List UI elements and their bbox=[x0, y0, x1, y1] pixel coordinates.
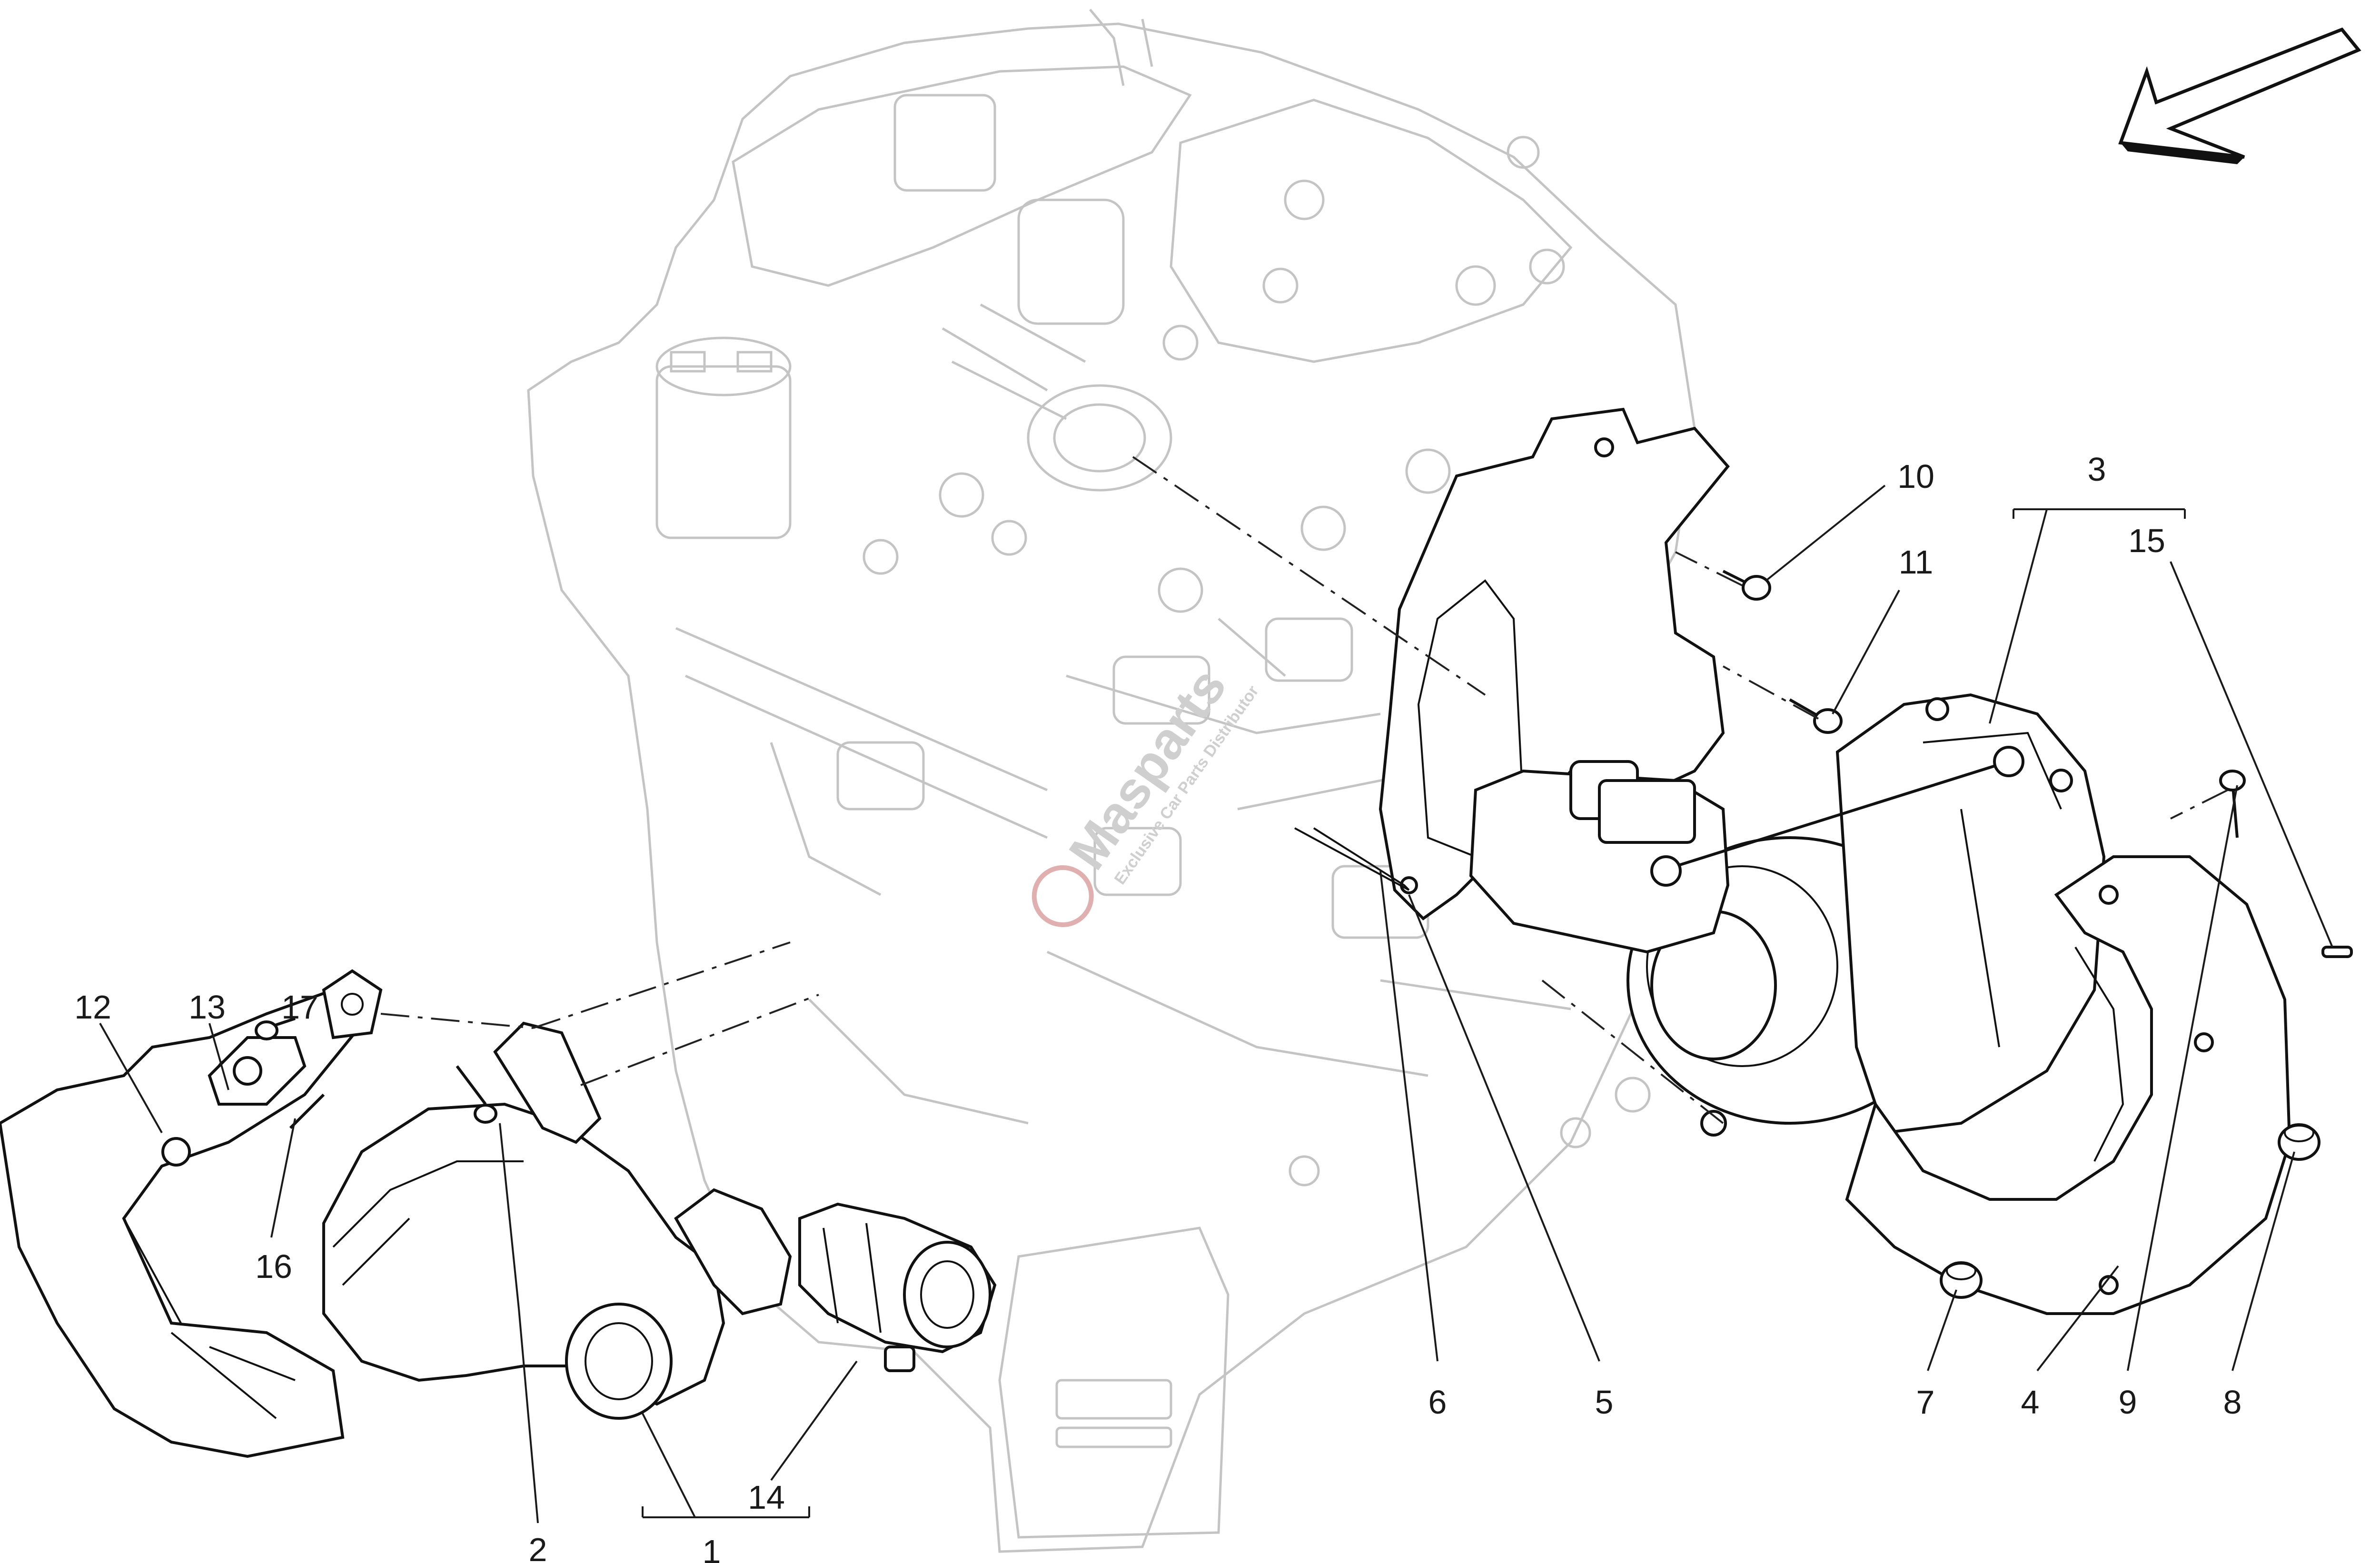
callout-12: 12 bbox=[74, 989, 111, 1026]
pin-15 bbox=[2321, 946, 2353, 958]
bolt-11 bbox=[1789, 698, 1843, 734]
turbocharger bbox=[1469, 693, 2106, 1137]
bolt-16 bbox=[289, 1093, 325, 1129]
callout-17: 17 bbox=[281, 989, 318, 1026]
direction-arrow-icon bbox=[2118, 27, 2361, 164]
callout-8: 8 bbox=[2223, 1384, 2242, 1421]
alignment-lines bbox=[380, 456, 2228, 1124]
gasket-17 bbox=[322, 969, 383, 1039]
callout-13: 13 bbox=[188, 989, 226, 1026]
callout-3: 3 bbox=[2088, 451, 2106, 488]
callout-2: 2 bbox=[529, 1531, 547, 1563]
pipe-coupling bbox=[798, 1202, 997, 1372]
nut-7 bbox=[1940, 1261, 1983, 1299]
callout-6: 6 bbox=[1428, 1384, 1447, 1421]
bolt-17 bbox=[255, 1017, 296, 1040]
nut-8 bbox=[2278, 1123, 2320, 1161]
callout-16: 16 bbox=[255, 1248, 292, 1285]
callout-10: 10 bbox=[1897, 458, 1934, 495]
callout-7: 7 bbox=[1916, 1384, 1935, 1421]
callout-11: 11 bbox=[1899, 544, 1934, 581]
bolt-10 bbox=[1722, 570, 1771, 601]
callout-labels: 1 2 3 4 5 6 7 8 9 10 11 12 13 14 15 16 1… bbox=[74, 451, 2241, 1563]
throttle-housing bbox=[322, 1021, 792, 1420]
callout-4: 4 bbox=[2021, 1384, 2040, 1421]
callout-9: 9 bbox=[2119, 1384, 2137, 1421]
callout-15: 15 bbox=[2128, 522, 2165, 559]
callout-14: 14 bbox=[748, 1479, 785, 1516]
mounting-bracket bbox=[0, 988, 369, 1458]
turbo-heat-shield bbox=[1845, 855, 2291, 1315]
small-bracket-13 bbox=[208, 1036, 307, 1106]
engine-block bbox=[527, 9, 1696, 1553]
callout-1: 1 bbox=[703, 1533, 721, 1563]
leader-lines bbox=[99, 485, 2333, 1523]
stud-9 bbox=[2219, 770, 2246, 838]
callout-5: 5 bbox=[1595, 1384, 1614, 1421]
